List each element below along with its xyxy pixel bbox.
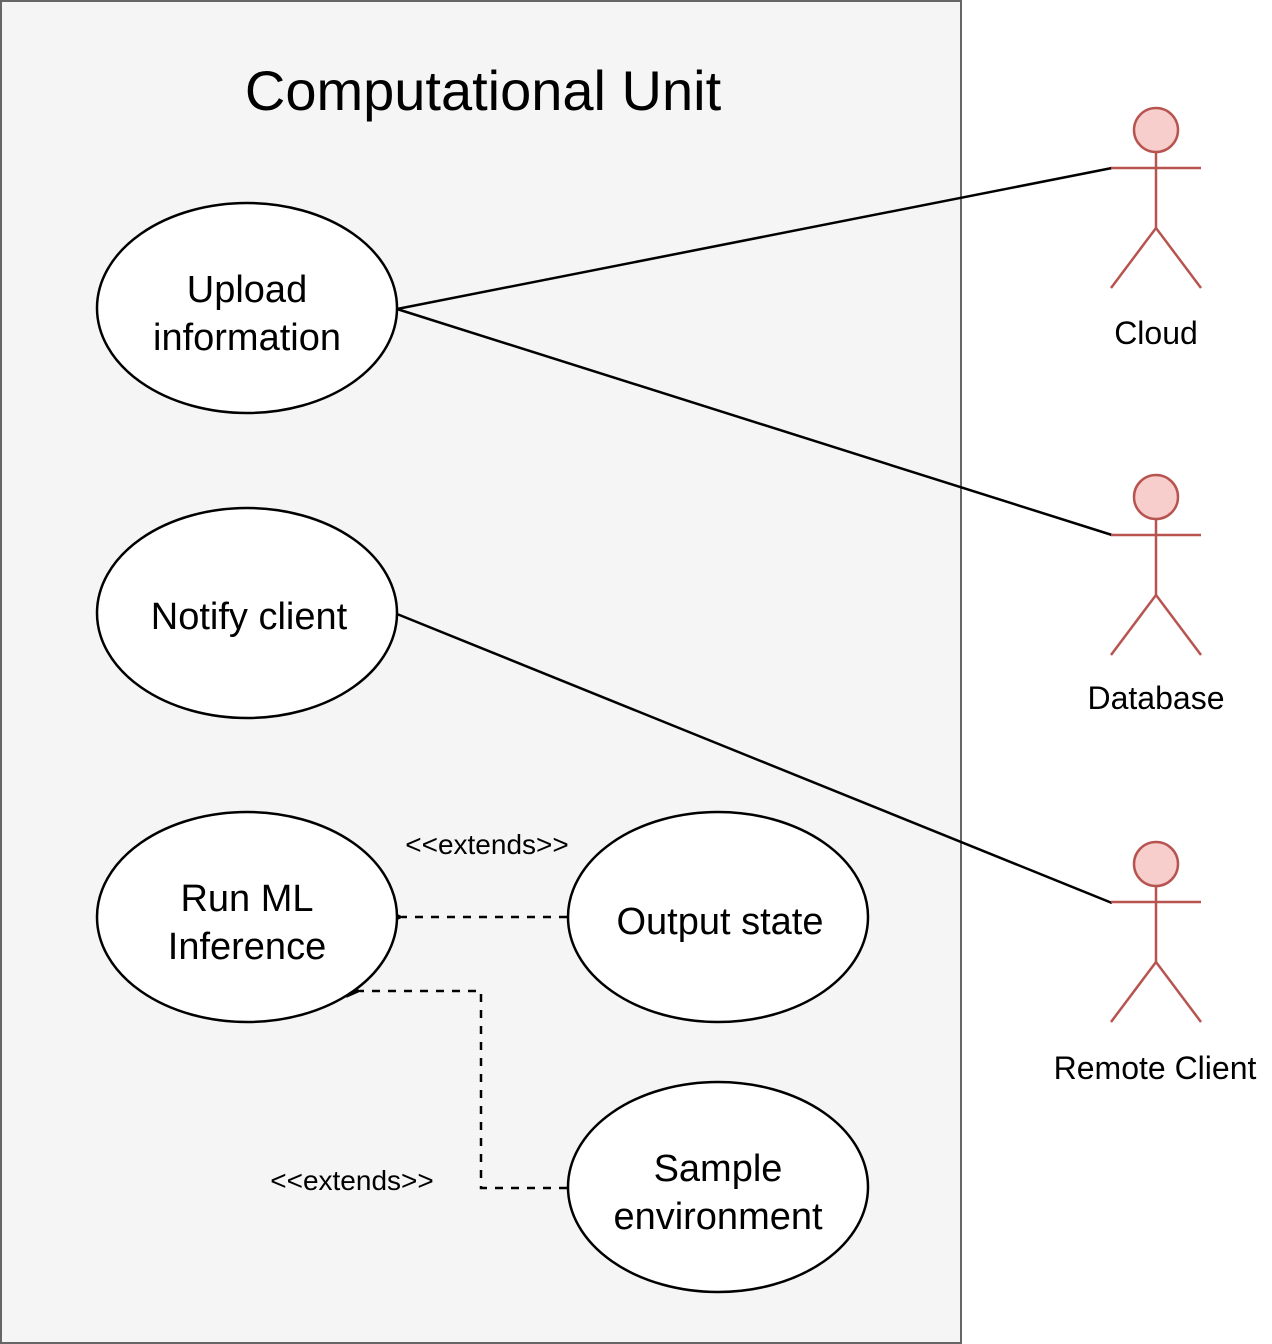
association-upload-cloud bbox=[396, 166, 1113, 311]
usecase-upload-label-line2: information bbox=[153, 317, 341, 359]
extends-label-output-state: <<extends>> bbox=[405, 829, 568, 860]
usecase-run-ml-label-line2: Inference bbox=[168, 926, 326, 968]
usecase-sample-label-line1: Sample bbox=[654, 1148, 783, 1190]
usecase-sample-label-line2: environment bbox=[613, 1196, 823, 1238]
usecase-output-state-label: Output state bbox=[616, 901, 823, 943]
usecase-output-state[interactable]: Output state bbox=[566, 810, 870, 1024]
actor-remote-client-head-icon bbox=[1132, 840, 1180, 888]
actor-remote-client[interactable] bbox=[1110, 840, 1202, 1023]
usecase-run-ml-label-line1: Run ML bbox=[180, 878, 313, 920]
usecase-upload-information[interactable]: Upload information bbox=[95, 201, 399, 415]
system-title: Computational Unit bbox=[245, 59, 722, 122]
usecase-run-ml-inference[interactable]: Run ML Inference bbox=[95, 810, 399, 1024]
usecase-notify-client[interactable]: Notify client bbox=[95, 506, 399, 720]
association-upload-database bbox=[396, 307, 1113, 537]
usecase-sample-environment[interactable]: Sample environment bbox=[566, 1080, 870, 1294]
extends-label-sample-environment: <<extends>> bbox=[270, 1165, 433, 1196]
usecase-upload-label-line1: Upload bbox=[187, 269, 307, 311]
extend-arrow-sample-environment bbox=[346, 984, 567, 1190]
actor-database-head-icon bbox=[1132, 473, 1180, 521]
association-notify-remote-client bbox=[396, 612, 1113, 905]
actor-database[interactable] bbox=[1110, 473, 1202, 656]
actor-cloud-label: Cloud bbox=[1114, 315, 1198, 351]
actor-remote-client-label: Remote Client bbox=[1054, 1050, 1257, 1086]
actor-database-label: Database bbox=[1088, 680, 1225, 716]
usecase-notify-label: Notify client bbox=[151, 596, 348, 638]
actor-cloud-head-icon bbox=[1132, 106, 1180, 154]
actor-cloud[interactable] bbox=[1110, 106, 1202, 289]
